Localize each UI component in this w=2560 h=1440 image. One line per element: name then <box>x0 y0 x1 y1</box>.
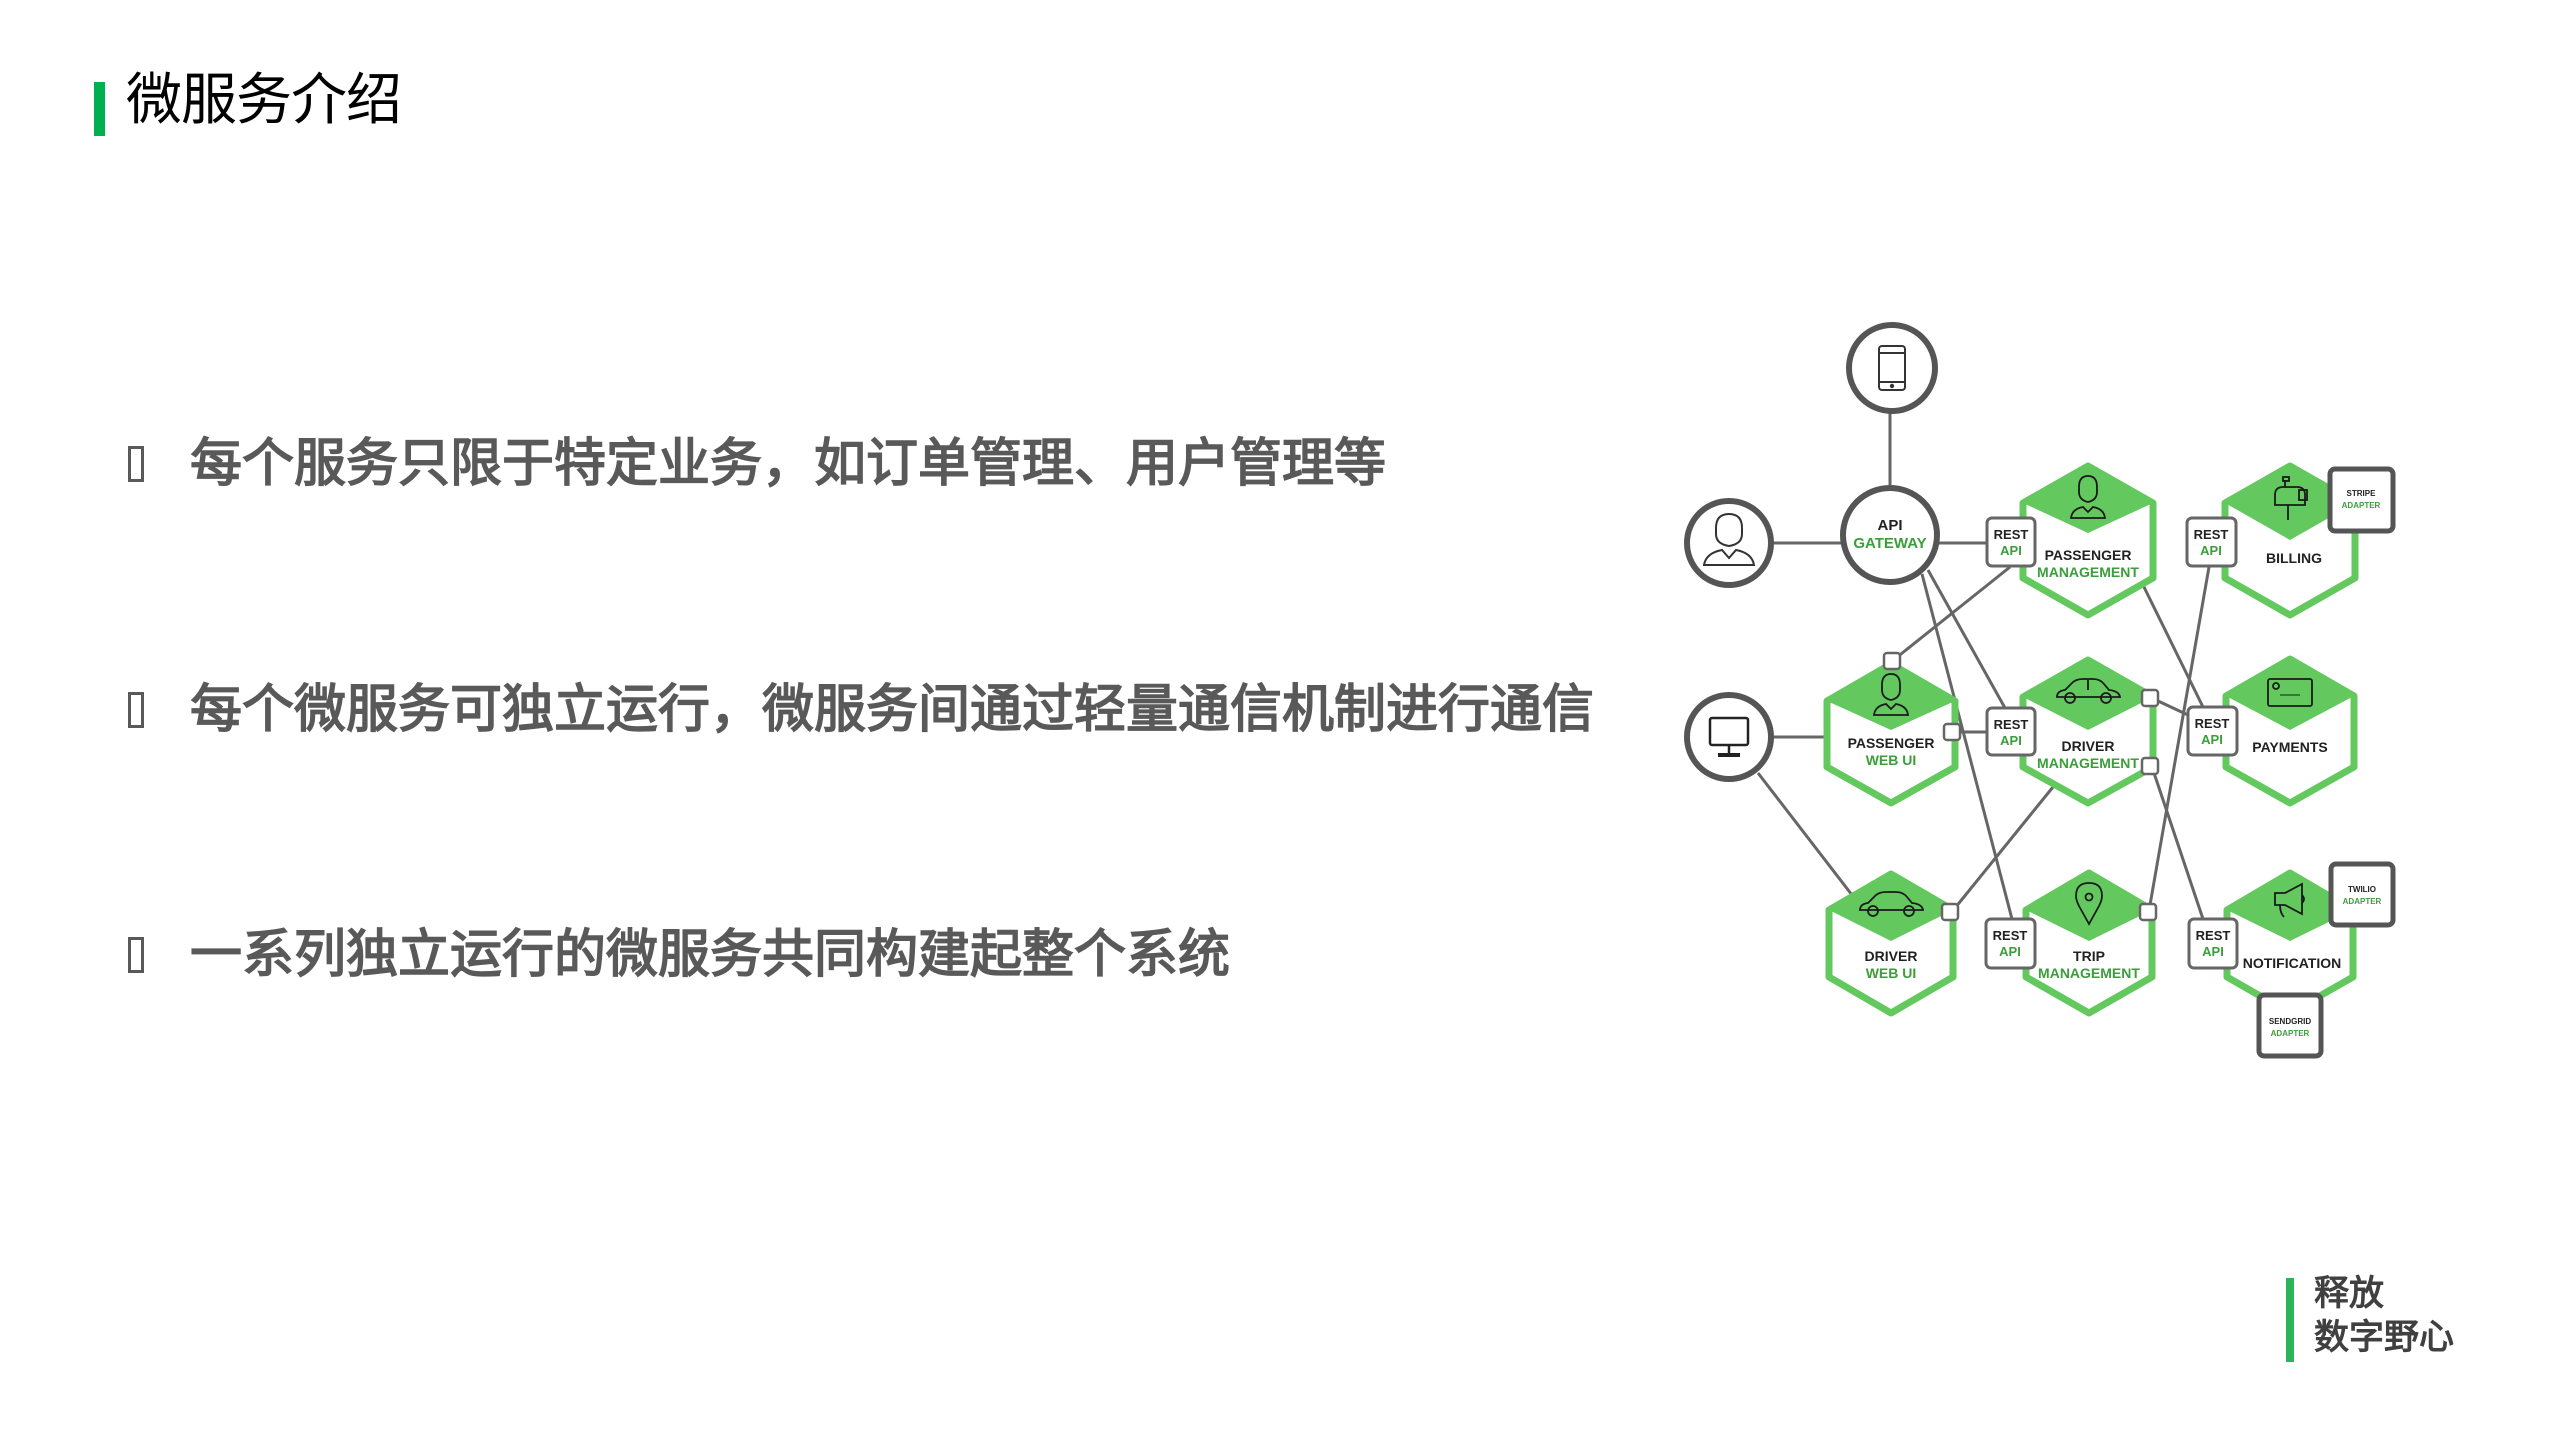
connection-lines <box>1756 413 2211 920</box>
svg-text:ADAPTER: ADAPTER <box>2342 501 2381 510</box>
bullet-item: 一系列独立运行的微服务共同构建起整个系统 <box>128 925 1230 985</box>
adapter-twilio: TWILIO ADAPTER <box>2328 861 2396 928</box>
mobile-client <box>1846 322 1938 414</box>
bullet-marker-icon <box>128 446 144 482</box>
service-label: PAYMENTS <box>2252 739 2327 755</box>
adapter-sendgrid: SENDGRID ADAPTER <box>2256 992 2324 1059</box>
gateway-label: API <box>1877 517 1902 534</box>
svg-text:API: API <box>2000 543 2022 558</box>
svg-text:REST: REST <box>1994 717 2029 732</box>
car-icon <box>1859 891 1925 917</box>
service-driver-web-ui: DRIVER WEB UI <box>1825 870 1957 1017</box>
service-label: DRIVER <box>2062 738 2115 754</box>
user-client <box>1684 498 1774 588</box>
desktop-monitor-icon <box>1708 716 1750 757</box>
map-pin-icon <box>2075 882 2103 926</box>
car-icon <box>2056 678 2122 704</box>
svg-text:ADAPTER: ADAPTER <box>2271 1029 2310 1038</box>
svg-text:API: API <box>2000 733 2022 748</box>
svg-text:TWILIO: TWILIO <box>2348 885 2376 894</box>
service-driver-management: DRIVER MANAGEMENT <box>2019 656 2157 807</box>
svg-text:ADAPTER: ADAPTER <box>2343 897 2382 906</box>
service-label-sub: WEB UI <box>1866 752 1917 768</box>
service-label: DRIVER <box>1865 948 1918 964</box>
rest-api-driver-management: REST API <box>1985 706 2037 757</box>
mobile-phone-icon <box>1878 345 1906 391</box>
connector-ports <box>1882 651 2160 922</box>
service-notification: NOTIFICATION <box>2223 869 2357 1017</box>
user-icon <box>1702 512 1756 566</box>
bullet-text: 每个微服务可独立运行，微服务间通过轻量通信机制进行通信 <box>190 680 1595 740</box>
person-icon <box>2069 475 2107 519</box>
bullet-text: 一系列独立运行的微服务共同构建起整个系统 <box>190 925 1231 985</box>
svg-text:REST: REST <box>1994 527 2029 542</box>
mailbox-icon <box>2274 476 2308 520</box>
bullet-marker-icon <box>128 937 144 973</box>
service-billing: BILLING <box>2221 462 2359 619</box>
brand-line-2: 数字野心 <box>2314 1318 2455 1358</box>
service-payments: PAYMENTS <box>2222 655 2358 807</box>
svg-text:API: API <box>2200 543 2222 558</box>
rest-api-boxes: REST API REST API REST API REST API REST… <box>1984 516 2239 970</box>
title-accent-bar <box>94 82 105 136</box>
svg-text:API: API <box>2201 732 2223 747</box>
service-label: PASSENGER <box>1848 735 1935 751</box>
desktop-client <box>1684 692 1774 782</box>
megaphone-icon <box>2274 882 2305 918</box>
rest-api-notification: REST API <box>2187 917 2239 970</box>
service-passenger-management: PASSENGER MANAGEMENT <box>2019 462 2157 619</box>
service-label: TRIP <box>2073 948 2105 964</box>
person-icon <box>1872 673 1910 716</box>
bullet-item: 每个服务只限于特定业务，如订单管理、用户管理等 <box>128 434 1386 494</box>
svg-text:REST: REST <box>2196 928 2231 943</box>
service-label: BILLING <box>2266 550 2322 566</box>
page-title: 微服务介绍 <box>126 68 402 133</box>
brand-line-1: 释放 <box>2314 1274 2385 1314</box>
rest-api-payments: REST API <box>2186 705 2239 757</box>
rest-api-passenger-management: REST API <box>1985 516 2037 568</box>
service-label-sub: MANAGEMENT <box>2037 564 2139 580</box>
svg-text:REST: REST <box>1993 928 2028 943</box>
service-label-sub: WEB UI <box>1866 965 1917 981</box>
rest-api-billing: REST API <box>2185 516 2238 568</box>
service-trip-management: TRIP MANAGEMENT <box>2022 869 2156 1017</box>
bullet-item: 每个微服务可独立运行，微服务间通过轻量通信机制进行通信 <box>128 680 1594 740</box>
adapter-stripe: STRIPE ADAPTER <box>2327 466 2396 534</box>
svg-text:API: API <box>2202 944 2224 959</box>
service-label: PASSENGER <box>2045 547 2132 563</box>
service-passenger-web-ui: PASSENGER WEB UI <box>1823 660 1959 807</box>
api-gateway: API GATEWAY <box>1840 485 1940 585</box>
rest-api-trip-management: REST API <box>1984 917 2037 970</box>
bullet-text: 每个服务只限于特定业务，如订单管理、用户管理等 <box>190 434 1387 494</box>
svg-text:SENDGRID: SENDGRID <box>2269 1017 2311 1026</box>
credit-card-icon <box>2267 678 2313 707</box>
svg-text:API: API <box>1999 944 2021 959</box>
service-label-sub: MANAGEMENT <box>2038 965 2140 981</box>
svg-text:REST: REST <box>2195 716 2230 731</box>
service-label: NOTIFICATION <box>2243 955 2342 971</box>
brand-accent-bar <box>2286 1278 2294 1362</box>
svg-text:STRIPE: STRIPE <box>2347 489 2377 498</box>
brand-slogan: 释放 数字野心 <box>2314 1272 2454 1360</box>
svg-text:REST: REST <box>2194 527 2229 542</box>
bullet-marker-icon <box>128 692 144 728</box>
service-label-sub: MANAGEMENT <box>2037 755 2139 771</box>
gateway-label-sub: GATEWAY <box>1853 535 1926 552</box>
